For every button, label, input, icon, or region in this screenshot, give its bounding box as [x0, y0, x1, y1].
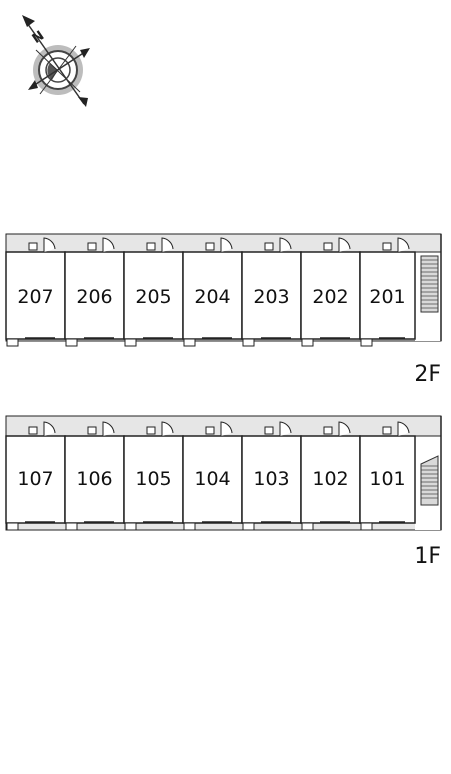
stair-icon: [420, 455, 439, 506]
room-107: 107: [5, 421, 66, 531]
door-icon: [87, 242, 97, 251]
door-icon: [382, 426, 392, 435]
room-number: 106: [76, 468, 112, 490]
room-207: 207: [5, 237, 66, 347]
door-icon: [205, 426, 215, 435]
door-swing-icon: [279, 421, 292, 436]
room-201: 201: [359, 237, 416, 347]
meter-box: [242, 522, 255, 531]
door-icon: [264, 426, 274, 435]
floor-2f: 207 206 205 204: [5, 233, 442, 387]
door-icon: [28, 426, 38, 435]
room-number: 202: [312, 286, 348, 308]
room-203: 203: [241, 237, 302, 347]
door-icon: [28, 242, 38, 251]
room-number: 203: [253, 286, 289, 308]
room-number: 204: [194, 286, 230, 308]
meter-box: [360, 522, 373, 531]
room-number: 107: [17, 468, 53, 490]
stair-steps: [421, 465, 438, 499]
door-swing-icon: [161, 421, 174, 436]
room-number: 207: [17, 286, 53, 308]
room-number: 201: [369, 286, 405, 308]
compass: N: [22, 15, 90, 107]
door-icon: [323, 426, 333, 435]
room-202: 202: [300, 237, 361, 347]
door-swing-icon: [102, 421, 115, 436]
door-swing-icon: [102, 237, 115, 252]
door-swing-icon: [161, 237, 174, 252]
door-swing-icon: [338, 237, 351, 252]
stair-steps: [421, 259, 438, 309]
room-number: 103: [253, 468, 289, 490]
door-icon: [87, 426, 97, 435]
room-number: 205: [135, 286, 171, 308]
room-205: 205: [123, 237, 184, 347]
meter-box: [242, 338, 255, 347]
room-103: 103: [241, 421, 302, 531]
compass-rose-icon: [22, 15, 90, 107]
meter-box: [301, 338, 314, 347]
room-number: 102: [312, 468, 348, 490]
room-number: 101: [369, 468, 405, 490]
meter-box: [65, 522, 78, 531]
meter-box: [360, 338, 373, 347]
room-101: 101: [359, 421, 416, 531]
floor-label: 2F: [414, 362, 441, 387]
room-number: 104: [194, 468, 230, 490]
room-number: 206: [76, 286, 112, 308]
door-swing-icon: [43, 237, 56, 252]
meter-box: [301, 522, 314, 531]
door-icon: [205, 242, 215, 251]
door-icon: [264, 242, 274, 251]
door-swing-icon: [397, 237, 410, 252]
room-104: 104: [182, 421, 243, 531]
meter-box: [183, 338, 196, 347]
floor-label: 1F: [414, 544, 441, 569]
door-icon: [146, 426, 156, 435]
meter-box: [124, 522, 137, 531]
door-swing-icon: [279, 237, 292, 252]
door-swing-icon: [220, 421, 233, 436]
meter-box: [6, 338, 19, 347]
room-102: 102: [300, 421, 361, 531]
room-105: 105: [123, 421, 184, 531]
meter-box: [183, 522, 196, 531]
door-swing-icon: [338, 421, 351, 436]
meter-box: [65, 338, 78, 347]
room-204: 204: [182, 237, 243, 347]
room-106: 106: [64, 421, 125, 531]
meter-box: [6, 522, 19, 531]
meter-box: [124, 338, 137, 347]
door-swing-icon: [397, 421, 410, 436]
room-206: 206: [64, 237, 125, 347]
door-swing-icon: [43, 421, 56, 436]
door-icon: [146, 242, 156, 251]
floor-1f: 107 106 105 104: [5, 415, 442, 569]
door-icon: [323, 242, 333, 251]
room-number: 105: [135, 468, 171, 490]
door-swing-icon: [220, 237, 233, 252]
door-icon: [382, 242, 392, 251]
